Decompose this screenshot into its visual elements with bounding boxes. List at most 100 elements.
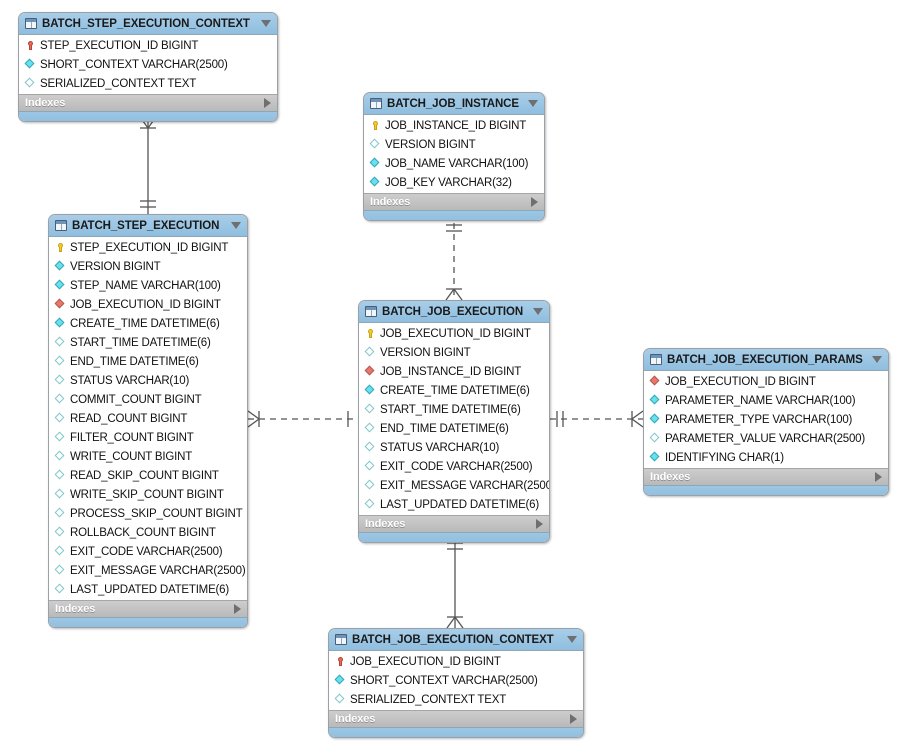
table-header[interactable]: BATCH_JOB_EXECUTION_CONTEXT (329, 629, 583, 651)
column-row[interactable]: SERIALIZED_CONTEXT TEXT (329, 690, 583, 709)
chevron-right-icon[interactable] (264, 98, 271, 108)
column-label: JOB_INSTANCE_ID BIGINT (380, 365, 522, 378)
column-row[interactable]: LAST_UPDATED DATETIME(6) (359, 495, 549, 514)
column-row[interactable]: STEP_EXECUTION_ID BIGINT (49, 238, 247, 257)
hollow-diamond-icon (335, 694, 346, 705)
hollow-diamond-icon (55, 451, 66, 462)
table-batch_job_execution[interactable]: BATCH_JOB_EXECUTION JOB_EXECUTION_ID BIGI… (358, 300, 550, 543)
column-row[interactable]: WRITE_SKIP_COUNT BIGINT (49, 485, 247, 504)
hollow-diamond-icon (650, 433, 661, 444)
filled-cyan-diamond-icon (650, 414, 661, 425)
column-row[interactable]: PARAMETER_TYPE VARCHAR(100) (644, 410, 888, 429)
column-row[interactable]: START_TIME DATETIME(6) (49, 333, 247, 352)
column-row[interactable]: JOB_INSTANCE_ID BIGINT (364, 116, 544, 135)
yellow-key-icon (370, 120, 381, 131)
column-row[interactable]: CREATE_TIME DATETIME(6) (359, 381, 549, 400)
hollow-diamond-icon (55, 413, 66, 424)
indexes-section[interactable]: Indexes (329, 710, 583, 727)
table-icon (365, 306, 377, 317)
column-label: JOB_EXECUTION_ID BIGINT (665, 375, 816, 388)
column-row[interactable]: JOB_NAME VARCHAR(100) (364, 154, 544, 173)
column-row[interactable]: WRITE_COUNT BIGINT (49, 447, 247, 466)
column-label: WRITE_COUNT BIGINT (70, 450, 193, 463)
column-row[interactable]: END_TIME DATETIME(6) (359, 419, 549, 438)
column-label: VERSION BIGINT (70, 260, 161, 273)
hollow-diamond-icon (55, 470, 66, 481)
chevron-down-icon[interactable] (872, 356, 882, 363)
hollow-diamond-icon (55, 527, 66, 538)
column-row[interactable]: STATUS VARCHAR(10) (359, 438, 549, 457)
hollow-diamond-icon (55, 394, 66, 405)
column-row[interactable]: END_TIME DATETIME(6) (49, 352, 247, 371)
chevron-right-icon[interactable] (234, 604, 241, 614)
table-batch_step_execution[interactable]: BATCH_STEP_EXECUTION STEP_EXECUTION_ID BI… (48, 214, 248, 628)
column-label: JOB_EXECUTION_ID BIGINT (70, 298, 221, 311)
column-row[interactable]: SERIALIZED_CONTEXT TEXT (19, 74, 277, 93)
column-row[interactable]: EXIT_CODE VARCHAR(2500) (359, 457, 549, 476)
column-row[interactable]: START_TIME DATETIME(6) (359, 400, 549, 419)
column-row[interactable]: SHORT_CONTEXT VARCHAR(2500) (329, 671, 583, 690)
column-row[interactable]: JOB_EXECUTION_ID BIGINT (359, 324, 549, 343)
column-row[interactable]: PARAMETER_VALUE VARCHAR(2500) (644, 429, 888, 448)
table-header[interactable]: BATCH_JOB_EXECUTION (359, 301, 549, 323)
column-label: COMMIT_COUNT BIGINT (70, 393, 202, 406)
chevron-down-icon[interactable] (567, 636, 577, 643)
column-row[interactable]: JOB_KEY VARCHAR(32) (364, 173, 544, 192)
column-row[interactable]: JOB_INSTANCE_ID BIGINT (359, 362, 549, 381)
column-row[interactable]: STEP_EXECUTION_ID BIGINT (19, 36, 277, 55)
column-label: JOB_EXECUTION_ID BIGINT (380, 327, 531, 340)
chevron-right-icon[interactable] (570, 714, 577, 724)
column-row[interactable]: IDENTIFYING CHAR(1) (644, 448, 888, 467)
table-footer-strip (19, 111, 277, 121)
indexes-label: Indexes (365, 518, 406, 530)
table-header[interactable]: BATCH_STEP_EXECUTION_CONTEXT (19, 13, 277, 35)
indexes-section[interactable]: Indexes (644, 468, 888, 485)
column-row[interactable]: CREATE_TIME DATETIME(6) (49, 314, 247, 333)
table-header[interactable]: BATCH_STEP_EXECUTION (49, 215, 247, 237)
column-row[interactable]: EXIT_CODE VARCHAR(2500) (49, 542, 247, 561)
chevron-right-icon[interactable] (875, 472, 882, 482)
column-row[interactable]: JOB_EXECUTION_ID BIGINT (644, 372, 888, 391)
column-row[interactable]: SHORT_CONTEXT VARCHAR(2500) (19, 55, 277, 74)
column-row[interactable]: EXIT_MESSAGE VARCHAR(2500) (359, 476, 549, 495)
indexes-section[interactable]: Indexes (49, 600, 247, 617)
column-row[interactable]: STEP_NAME VARCHAR(100) (49, 276, 247, 295)
column-row[interactable]: ROLLBACK_COUNT BIGINT (49, 523, 247, 542)
indexes-section[interactable]: Indexes (19, 94, 277, 111)
column-row[interactable]: VERSION BIGINT (49, 257, 247, 276)
indexes-section[interactable]: Indexes (359, 515, 549, 532)
table-header[interactable]: BATCH_JOB_EXECUTION_PARAMS (644, 349, 888, 371)
hollow-diamond-icon (365, 423, 376, 434)
column-row[interactable]: PARAMETER_NAME VARCHAR(100) (644, 391, 888, 410)
table-header[interactable]: BATCH_JOB_INSTANCE (364, 93, 544, 115)
chevron-down-icon[interactable] (533, 308, 543, 315)
column-row[interactable]: EXIT_MESSAGE VARCHAR(2500) (49, 561, 247, 580)
column-label: STEP_EXECUTION_ID BIGINT (70, 241, 229, 254)
column-row[interactable]: READ_COUNT BIGINT (49, 409, 247, 428)
column-row[interactable]: COMMIT_COUNT BIGINT (49, 390, 247, 409)
indexes-section[interactable]: Indexes (364, 193, 544, 210)
chevron-right-icon[interactable] (531, 197, 538, 207)
column-row[interactable]: STATUS VARCHAR(10) (49, 371, 247, 390)
hollow-diamond-icon (365, 499, 376, 510)
column-row[interactable]: JOB_EXECUTION_ID BIGINT (49, 295, 247, 314)
table-batch_job_execution_params[interactable]: BATCH_JOB_EXECUTION_PARAMS JOB_EXECUTION_… (643, 348, 889, 496)
column-label: START_TIME DATETIME(6) (70, 336, 211, 349)
chevron-down-icon[interactable] (231, 222, 241, 229)
column-row[interactable]: FILTER_COUNT BIGINT (49, 428, 247, 447)
chevron-right-icon[interactable] (536, 519, 543, 529)
column-row[interactable]: PROCESS_SKIP_COUNT BIGINT (49, 504, 247, 523)
chevron-down-icon[interactable] (528, 100, 538, 107)
chevron-down-icon[interactable] (261, 20, 271, 27)
column-row[interactable]: LAST_UPDATED DATETIME(6) (49, 580, 247, 599)
column-row[interactable]: JOB_EXECUTION_ID BIGINT (329, 652, 583, 671)
column-row[interactable]: VERSION BIGINT (359, 343, 549, 362)
column-row[interactable]: VERSION BIGINT (364, 135, 544, 154)
column-row[interactable]: READ_SKIP_COUNT BIGINT (49, 466, 247, 485)
